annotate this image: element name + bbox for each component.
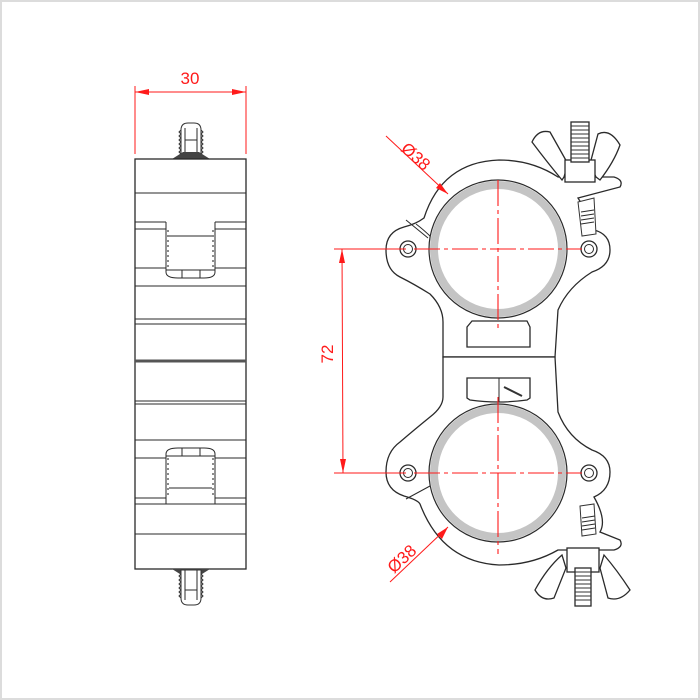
upper-diameter-dimension: Ø38 — [385, 135, 449, 195]
center-distance-dimension: 72 — [318, 248, 407, 474]
upper-clamp: Ø38 — [335, 121, 622, 358]
center-distance-label: 72 — [318, 345, 337, 364]
width-dimension: 30 — [134, 69, 247, 154]
lower-diameter-label: Ø38 — [384, 541, 420, 577]
top-bolt — [172, 122, 210, 159]
lower-clamp: Ø38 — [335, 356, 631, 607]
upper-diameter-label: Ø38 — [397, 139, 434, 175]
side-view: 30 — [134, 69, 247, 606]
front-view: 72 — [318, 121, 631, 607]
upper-wing-nut — [531, 121, 621, 183]
lower-wing-nut — [534, 547, 631, 607]
width-dimension-label: 30 — [181, 69, 200, 88]
lower-diameter-dimension: Ø38 — [384, 526, 449, 583]
bottom-bolt — [172, 569, 210, 606]
